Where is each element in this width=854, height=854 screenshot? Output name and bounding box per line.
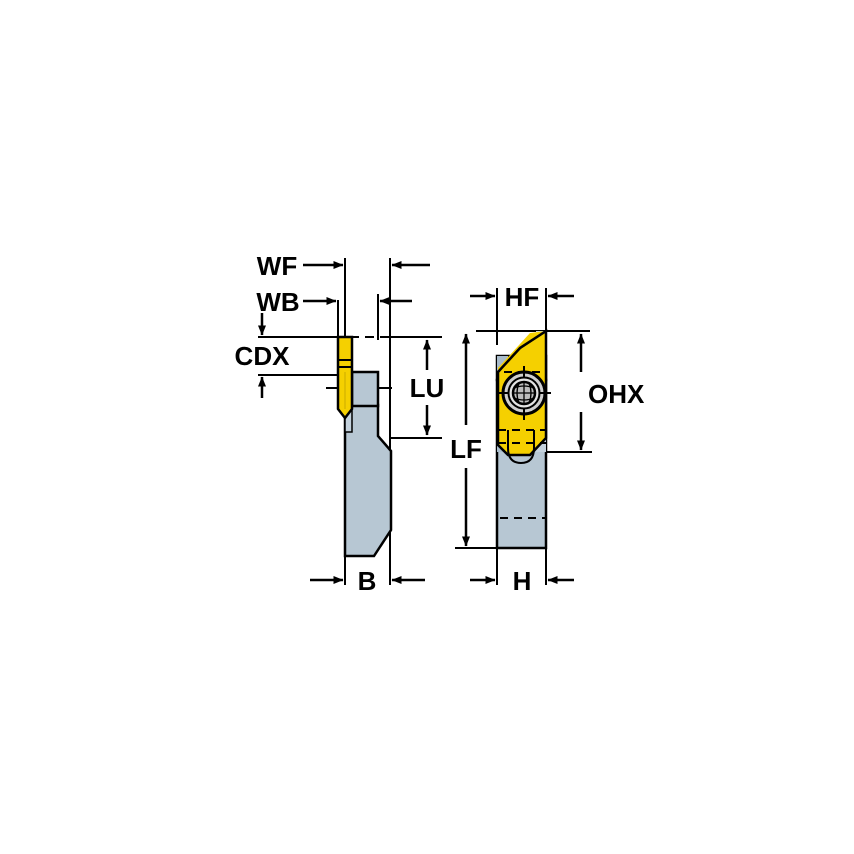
screw-hatch-4 bbox=[516, 382, 520, 404]
dimension-cdx: CDX bbox=[235, 313, 291, 398]
side-view-group: HF OHX LF H bbox=[450, 282, 645, 596]
dimension-label-ohx: OHX bbox=[588, 379, 645, 409]
clamp-screw bbox=[497, 366, 551, 420]
front-view-group: WF WB CDX LU bbox=[235, 251, 445, 596]
dimension-label-h: H bbox=[513, 566, 532, 596]
dimension-b: B bbox=[310, 566, 425, 596]
insert-top-edge bbox=[497, 329, 547, 373]
dimension-h: H bbox=[470, 566, 574, 596]
dimension-label-lf: LF bbox=[450, 434, 482, 464]
dimension-label-b: B bbox=[358, 566, 377, 596]
dimension-label-hf: HF bbox=[505, 282, 540, 312]
screw-centerlines bbox=[497, 366, 551, 420]
dimension-lf: LF bbox=[450, 333, 482, 547]
side-view-extension-lines bbox=[455, 288, 592, 585]
dimension-ohx: OHX bbox=[577, 333, 645, 451]
tool-shank-front bbox=[343, 403, 393, 558]
dimension-hf: HF bbox=[470, 282, 574, 312]
dimension-label-wb: WB bbox=[256, 287, 299, 317]
blade-seat-front bbox=[350, 370, 380, 408]
insert-seat-pocket bbox=[507, 430, 535, 465]
dimension-lu: LU bbox=[410, 339, 445, 436]
dimension-label-lu: LU bbox=[410, 373, 445, 403]
screw-drive-pattern bbox=[513, 382, 535, 404]
dimension-wf: WF bbox=[257, 251, 430, 300]
dimension-label-wf: WF bbox=[257, 251, 297, 281]
dimension-label-cdx: CDX bbox=[235, 341, 291, 371]
screw-hatch-6 bbox=[528, 382, 532, 404]
dimension-wb: WB bbox=[256, 287, 412, 340]
